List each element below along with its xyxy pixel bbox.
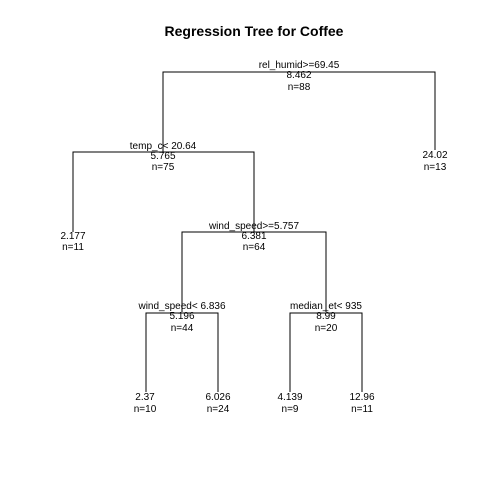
tree-leaf-2-37: 2.37 n=10	[134, 392, 157, 415]
leaf-n-label: n=11	[62, 242, 84, 253]
tree-edges	[72, 71, 436, 392]
leaf-n-label: n=10	[134, 404, 157, 415]
tree-node-temp: temp_c< 20.64 5.765 n=75	[130, 141, 197, 173]
leaf-value-label: 2.37	[135, 392, 155, 403]
leaf-n-label: n=24	[207, 404, 230, 415]
node-value-label: 5.765	[150, 151, 175, 162]
leaf-n-label: n=9	[282, 404, 299, 415]
leaf-n-label: n=13	[424, 162, 447, 173]
tree-leaf-24-02: 24.02 n=13	[422, 150, 447, 173]
edge-wind2	[145, 312, 219, 392]
plot-title: Regression Tree for Coffee	[165, 23, 344, 39]
node-value-label: 6.381	[241, 231, 266, 242]
leaf-value-label: 12.96	[349, 392, 374, 403]
node-split-label: wind_speed>=5.757	[208, 221, 300, 232]
tree-node-wind2: wind_speed< 6.836 5.196 n=44	[137, 301, 225, 334]
node-n-label: n=75	[152, 162, 175, 173]
leaf-value-label: 2.177	[60, 231, 85, 242]
edge-root	[162, 71, 436, 153]
node-n-label: n=44	[171, 323, 194, 334]
node-split-label: median_et< 935	[290, 301, 362, 312]
leaf-value-label: 4.139	[277, 392, 302, 403]
edge-temp	[72, 151, 255, 232]
tree-node-wind1: wind_speed>=5.757 6.381 n=64	[208, 221, 300, 253]
node-n-label: n=20	[315, 323, 338, 334]
node-n-label: n=64	[243, 242, 266, 253]
tree-leaf-6-026: 6.026 n=24	[205, 392, 230, 415]
leaf-value-label: 24.02	[422, 150, 447, 161]
leaf-n-label: n=11	[351, 404, 373, 415]
node-split-label: temp_c< 20.64	[130, 141, 197, 152]
node-split-label: rel_humid>=69.45	[259, 60, 340, 71]
tree-node-root: rel_humid>=69.45 8.462 n=88	[259, 60, 340, 93]
tree-leaf-2-177: 2.177 n=11	[60, 231, 85, 253]
node-split-label: wind_speed< 6.836	[137, 301, 225, 312]
node-value-label: 5.196	[169, 311, 194, 322]
tree-node-median: median_et< 935 8.99 n=20	[290, 301, 362, 334]
node-n-label: n=88	[288, 82, 311, 93]
node-value-label: 8.99	[316, 311, 336, 322]
tree-leaf-4-139: 4.139 n=9	[277, 392, 302, 415]
edge-median	[289, 312, 363, 392]
tree-leaf-12-96: 12.96 n=11	[349, 392, 374, 415]
node-value-label: 8.462	[286, 70, 311, 81]
edge-wind1	[181, 231, 327, 312]
leaf-value-label: 6.026	[205, 392, 230, 403]
